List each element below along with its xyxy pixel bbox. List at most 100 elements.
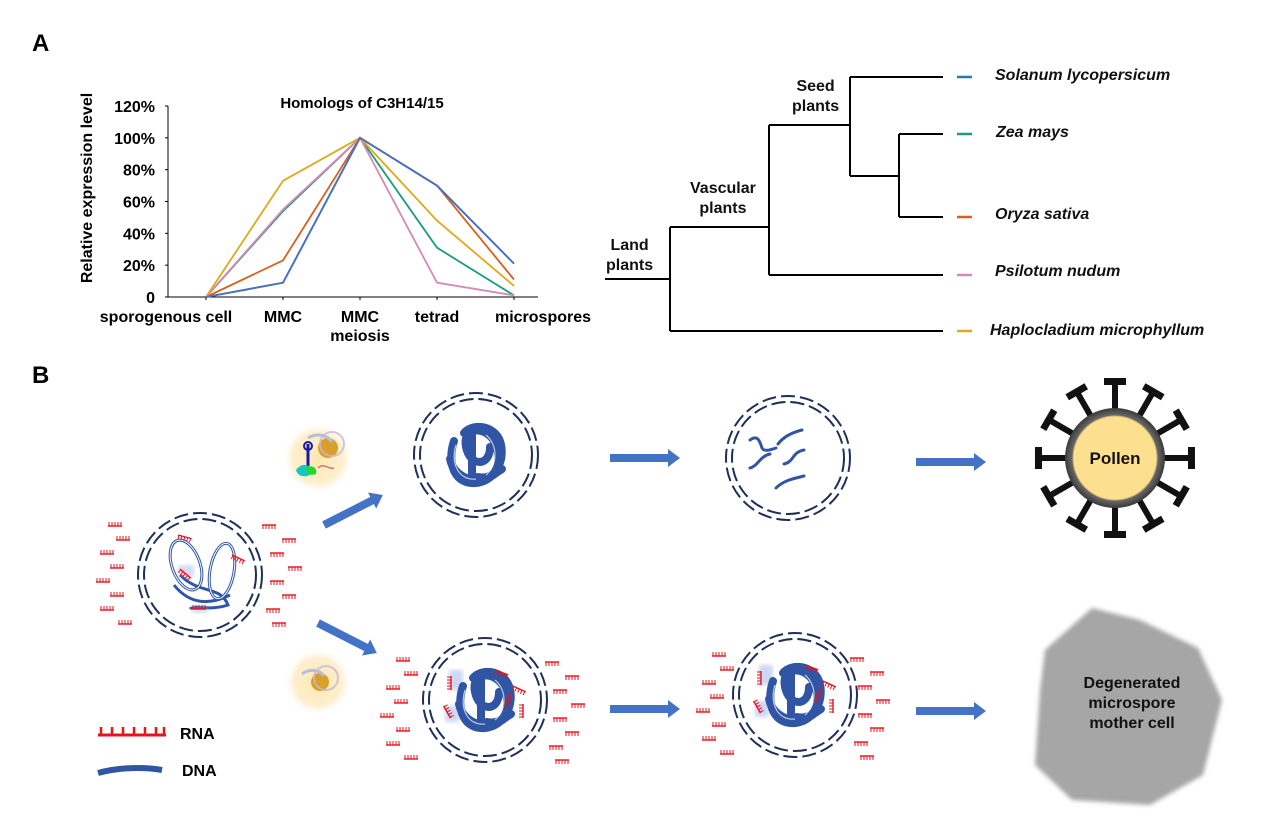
rna-strand — [117, 619, 133, 625]
exine-spike — [1135, 383, 1165, 420]
y-tick-label: 60% — [123, 195, 155, 212]
degenerated-label-line2: microspore — [1088, 695, 1175, 712]
species-zea: Zea mays — [996, 124, 1069, 141]
clade-vascular-line2: plants — [699, 200, 747, 217]
rna-cluster — [544, 661, 586, 765]
species-psilotum: Psilotum nudum — [995, 263, 1121, 280]
species-solanum: Solanum lycopersicum — [995, 67, 1171, 84]
rna-strand — [849, 657, 865, 663]
clade-label-vascular: Vascular plants — [690, 179, 756, 219]
rna-strand — [857, 713, 873, 719]
rna-strand — [395, 656, 411, 662]
rna-cluster — [95, 521, 133, 625]
exine-spike — [1104, 378, 1126, 412]
nucleus-rna-bound-1 — [422, 637, 548, 763]
rna-strand — [701, 679, 717, 685]
legend-rna-icon — [98, 727, 166, 737]
y-tick-label: 40% — [123, 226, 155, 243]
rna-strand — [115, 535, 131, 541]
rna-strand — [281, 594, 297, 600]
exine-spike — [1040, 408, 1077, 438]
rna-strand — [395, 726, 411, 732]
rna-strand — [393, 698, 409, 704]
rna-strand — [570, 703, 586, 709]
rna-strand — [701, 735, 717, 741]
rna-cluster — [379, 656, 419, 760]
rna-strand — [99, 605, 115, 611]
y-tick-label: 20% — [123, 258, 155, 275]
rna-strand — [564, 731, 580, 737]
rna-strand — [548, 745, 564, 751]
rna-strand — [719, 665, 735, 671]
rna-strand — [711, 651, 727, 657]
chart-title: Homologs of C3H14/15 — [280, 95, 443, 112]
exine-spike — [1161, 447, 1195, 469]
clade-seed-line2: plants — [792, 98, 840, 115]
rna-cluster — [261, 524, 303, 628]
rna-strand — [271, 622, 287, 628]
meiosis-pathway-diagram: Pollen Degenerated microspore mother cel… — [95, 378, 1222, 805]
arrow-to-fragments — [610, 449, 680, 467]
nucleus-fragments — [725, 395, 851, 521]
exine-spike — [1065, 496, 1095, 533]
rna-strand — [719, 749, 735, 755]
nucleus-condensed — [413, 392, 539, 518]
species-haplocladium: Haplocladium microphyllum — [990, 322, 1205, 339]
rna-strand — [109, 591, 125, 597]
x-tick-label-line: sporogenous cell — [100, 309, 232, 326]
clade-land-line1: Land — [610, 237, 649, 254]
x-tick-label-line: tetrad — [415, 309, 459, 326]
y-tick-label: 120% — [114, 99, 155, 116]
rna-strand — [544, 661, 560, 667]
panel-label-b: B — [32, 362, 50, 389]
rna-strand — [859, 755, 875, 761]
rna-strand — [261, 524, 277, 530]
rna-strand — [107, 521, 123, 527]
y-tick-label: 0 — [146, 290, 155, 307]
phylogenetic-tree — [605, 75, 972, 333]
panel-label-a: A — [32, 30, 50, 57]
rna-strand — [869, 671, 885, 677]
exine-spike — [1104, 504, 1126, 538]
x-tick-label: tetrad — [415, 309, 459, 326]
arrow-to-degenerated — [916, 702, 986, 720]
exine-spike — [1065, 383, 1095, 420]
protein-complex-partial — [284, 648, 352, 716]
arrow-down-branch — [316, 619, 377, 656]
rna-cluster — [695, 651, 735, 755]
expression-line-chart: Homologs of C3H14/15 Relative expression… — [79, 93, 591, 345]
nucleus-rna-bound-2 — [732, 632, 858, 758]
arrows — [316, 449, 986, 720]
x-tick-label-line: MMC — [264, 309, 303, 326]
arrow-to-arrested — [610, 700, 680, 718]
species-oryza: Oryza sativa — [995, 206, 1090, 223]
degenerated-label-line3: mother cell — [1089, 715, 1174, 732]
rna-strand — [869, 727, 885, 733]
arrow-up-branch — [322, 492, 383, 529]
rna-strand — [857, 685, 873, 691]
rna-strand — [403, 754, 419, 760]
rna-strand — [281, 538, 297, 544]
clade-seed-line1: Seed — [796, 78, 835, 95]
rna-strand — [269, 580, 285, 586]
rna-strand — [403, 670, 419, 676]
rna-strand — [552, 689, 568, 695]
exine-spike — [1135, 496, 1165, 533]
rna-strand — [95, 577, 111, 583]
rna-strand — [552, 717, 568, 723]
rna-strand — [709, 693, 725, 699]
rna-strand — [99, 549, 115, 555]
legend-dna-label: DNA — [182, 763, 217, 780]
x-tick-label: MMC — [264, 309, 303, 326]
rna-strand — [379, 712, 395, 718]
rna-strand — [109, 563, 125, 569]
x-tick-label: sporogenous cell — [100, 309, 232, 326]
rna-strand — [385, 684, 401, 690]
rna-strand — [695, 707, 711, 713]
x-tick-label: microspores — [495, 309, 591, 326]
degenerated-label-line1: Degenerated — [1084, 675, 1181, 692]
y-tick-label: 80% — [123, 163, 155, 180]
rna-strand — [875, 699, 891, 705]
rna-strand — [287, 566, 303, 572]
